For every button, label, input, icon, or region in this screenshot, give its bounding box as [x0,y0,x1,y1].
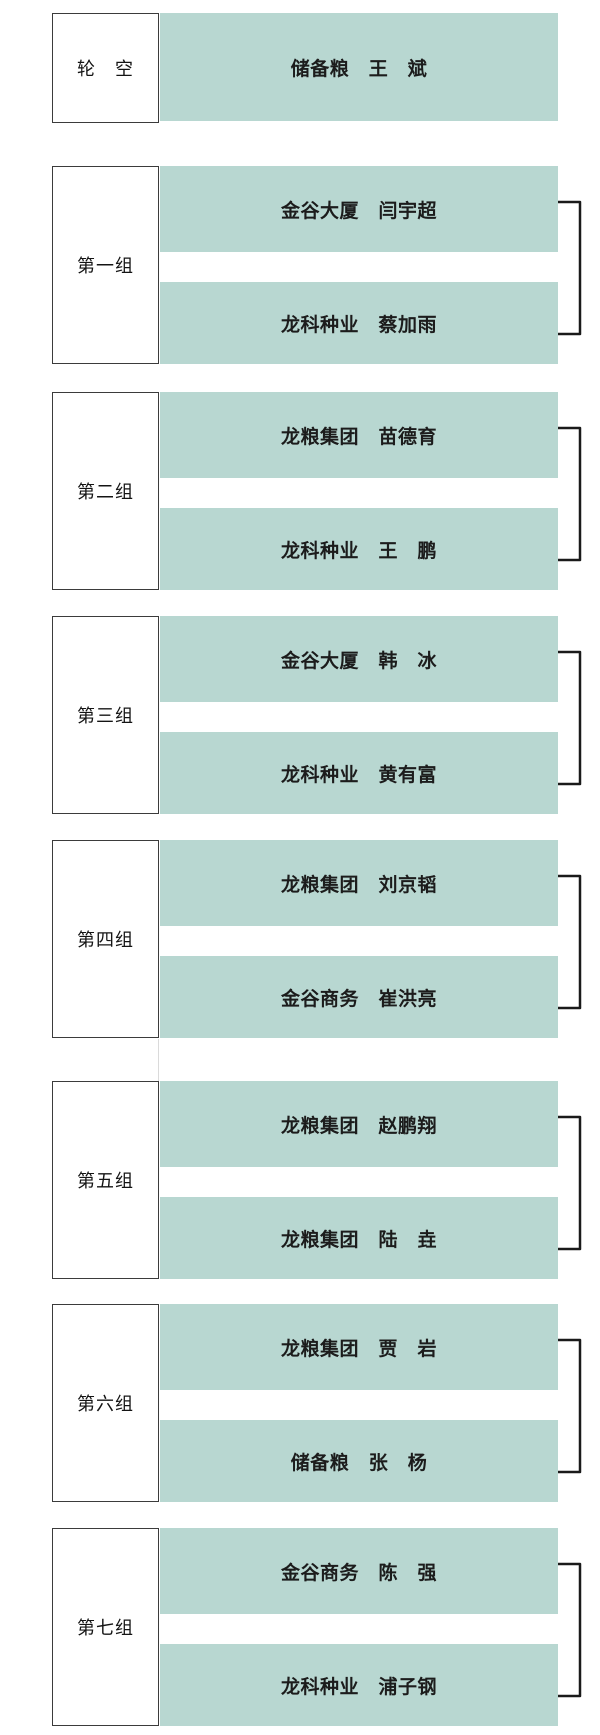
group-4-label-box: 第四组 [52,840,159,1038]
group-3-label-box: 第三组 [52,616,159,814]
group-2-bottom-entry-text: 龙科种业 王 鹏 [280,540,437,562]
group-4-bottom-entry-bar: 金谷商务 崔洪亮 [160,956,558,1038]
group-1-top-entry-text: 金谷大厦 闫宇超 [280,200,437,222]
group-5-top-entry-bar: 龙粮集团 赵鹏翔 [160,1081,558,1167]
group-4-top-entry-text: 龙粮集团 刘京韬 [280,874,437,896]
group-7-bottom-entry-bar: 龙科种业 浦子钢 [160,1644,558,1726]
group-5-bottom-entry-text: 龙粮集团 陆 垚 [280,1229,437,1251]
group-4-section: 第四组 龙粮集团 刘京韬 金谷商务 崔洪亮 [0,840,600,1038]
group-7-bottom-entry-text: 龙科种业 浦子钢 [280,1676,437,1698]
group-3-top-entry-bar: 金谷大厦 韩 冰 [160,616,558,702]
group-5-section: 第五组 龙粮集团 赵鹏翔 龙粮集团 陆 垚 [0,1081,600,1279]
group-3-bottom-entry-text: 龙科种业 黄有富 [280,764,437,786]
group-7-top-entry-text: 金谷商务 陈 强 [280,1562,437,1584]
group-6-label: 第六组 [77,1394,134,1414]
group-1-bottom-entry-bar: 龙科种业 蔡加雨 [160,282,558,364]
bye-entry-bar: 储备粮 王 斌 [160,13,558,121]
group-6-label-box: 第六组 [52,1304,159,1502]
group-2-section: 第二组 龙粮集团 苗德育 龙科种业 王 鹏 [0,392,600,590]
group-1-top-entry-bar: 金谷大厦 闫宇超 [160,166,558,252]
group-4-bottom-entry-text: 金谷商务 崔洪亮 [280,988,437,1010]
group-5-bottom-entry-bar: 龙粮集团 陆 垚 [160,1197,558,1279]
group-6-top-entry-text: 龙粮集团 贾 岩 [280,1338,437,1360]
group-5-top-entry-text: 龙粮集团 赵鹏翔 [280,1115,437,1137]
group-7-pairing-bracket [558,1562,582,1698]
group-6-bottom-entry-bar: 储备粮 张 杨 [160,1420,558,1502]
group-1-label-box: 第一组 [52,166,159,364]
group-2-top-entry-bar: 龙粮集团 苗德育 [160,392,558,478]
group-2-label-box: 第二组 [52,392,159,590]
group-3-label: 第三组 [77,706,134,726]
bye-entry-text: 储备粮 王 斌 [290,58,428,80]
group-6-section: 第六组 龙粮集团 贾 岩 储备粮 张 杨 [0,1304,600,1502]
group-5-label-box: 第五组 [52,1081,159,1279]
group-2-label: 第二组 [77,482,134,502]
group-1-bottom-entry-text: 龙科种业 蔡加雨 [280,314,437,336]
bye-label: 轮 空 [77,59,134,79]
bye-label-box: 轮 空 [52,13,159,123]
group-3-bottom-entry-bar: 龙科种业 黄有富 [160,732,558,814]
group-3-top-entry-text: 金谷大厦 韩 冰 [280,650,437,672]
group-5-pairing-bracket [558,1115,582,1251]
group-6-top-entry-bar: 龙粮集团 贾 岩 [160,1304,558,1390]
group-1-label: 第一组 [77,256,134,276]
group-2-top-entry-text: 龙粮集团 苗德育 [280,426,437,448]
bye-section: 轮 空 储备粮 王 斌 [0,13,600,123]
group-1-section: 第一组 金谷大厦 闫宇超 龙科种业 蔡加雨 [0,166,600,364]
group-4-pairing-bracket [558,874,582,1010]
group-7-label: 第七组 [77,1618,134,1638]
group-2-pairing-bracket [558,426,582,562]
group-4-top-entry-bar: 龙粮集团 刘京韬 [160,840,558,926]
group-3-section: 第三组 金谷大厦 韩 冰 龙科种业 黄有富 [0,616,600,814]
group-3-pairing-bracket [558,650,582,786]
divider-line [158,1039,159,1081]
group-1-pairing-bracket [558,200,582,336]
group-5-label: 第五组 [77,1171,134,1191]
group-7-section: 第七组 金谷商务 陈 强 龙科种业 浦子钢 [0,1528,600,1726]
group-7-top-entry-bar: 金谷商务 陈 强 [160,1528,558,1614]
group-4-label: 第四组 [77,930,134,950]
group-6-bottom-entry-text: 储备粮 张 杨 [290,1452,428,1474]
group-2-bottom-entry-bar: 龙科种业 王 鹏 [160,508,558,590]
group-6-pairing-bracket [558,1338,582,1474]
group-7-label-box: 第七组 [52,1528,159,1726]
